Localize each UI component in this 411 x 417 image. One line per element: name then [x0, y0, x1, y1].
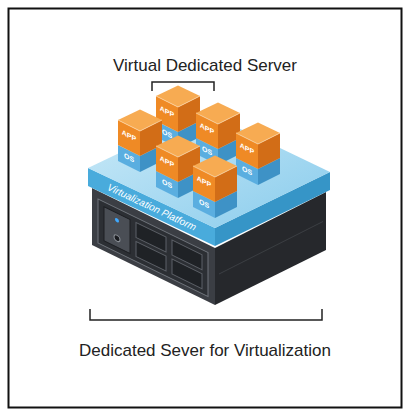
cube-outline	[192, 155, 238, 219]
vm-cube: APPOS	[195, 102, 241, 166]
caption-label: Virtual Dedicated Server	[113, 56, 297, 76]
vm-cube: APPOS	[235, 122, 281, 186]
caption-label: Dedicated Sever for Virtualization	[79, 341, 331, 361]
virtualization-platform: Virtualization PlatformAPPOSAPPOSAPPOSAP…	[80, 105, 336, 250]
vm-cube: APPOS	[192, 155, 238, 219]
cube-outline	[235, 122, 281, 186]
cube-outline	[195, 102, 241, 166]
bracket	[90, 309, 322, 320]
frame	[9, 9, 402, 408]
